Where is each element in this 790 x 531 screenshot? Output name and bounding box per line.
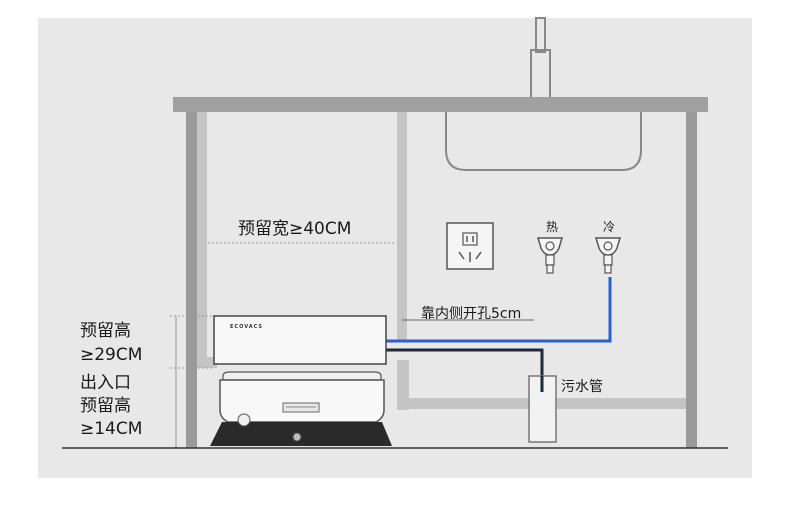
station-height-label: 预留高 ≥29CM bbox=[80, 321, 143, 365]
countertop bbox=[173, 97, 708, 112]
brand-logo: ECOVACS bbox=[230, 324, 263, 330]
sewage-pipe bbox=[528, 375, 557, 443]
cold-label: 冷 bbox=[603, 220, 616, 234]
hot-label: 热 bbox=[546, 220, 559, 234]
inner-shelf-left bbox=[197, 357, 217, 368]
inlet-height-label: 出入口 预留高 ≥14CM bbox=[80, 373, 143, 439]
power-socket-icon bbox=[446, 222, 494, 270]
cabinet-right-wall bbox=[686, 112, 697, 448]
cold-valve-icon bbox=[594, 237, 622, 274]
cold-water-pipe bbox=[386, 277, 612, 343]
sink-icon bbox=[445, 112, 642, 171]
station-base bbox=[210, 422, 392, 446]
inner-left-panel bbox=[197, 112, 207, 368]
cabinet-left-wall bbox=[186, 112, 197, 448]
inner-divider bbox=[397, 112, 407, 330]
hot-valve-icon bbox=[536, 237, 564, 274]
sewage-pipe-label: 污水管 bbox=[561, 379, 603, 395]
inner-step bbox=[397, 360, 409, 410]
side-hole-label: 靠内侧开孔5cm bbox=[421, 306, 522, 322]
width-requirement-label: 预留宽≥40CM bbox=[238, 219, 352, 239]
robot-vacuum-icon bbox=[210, 315, 392, 446]
